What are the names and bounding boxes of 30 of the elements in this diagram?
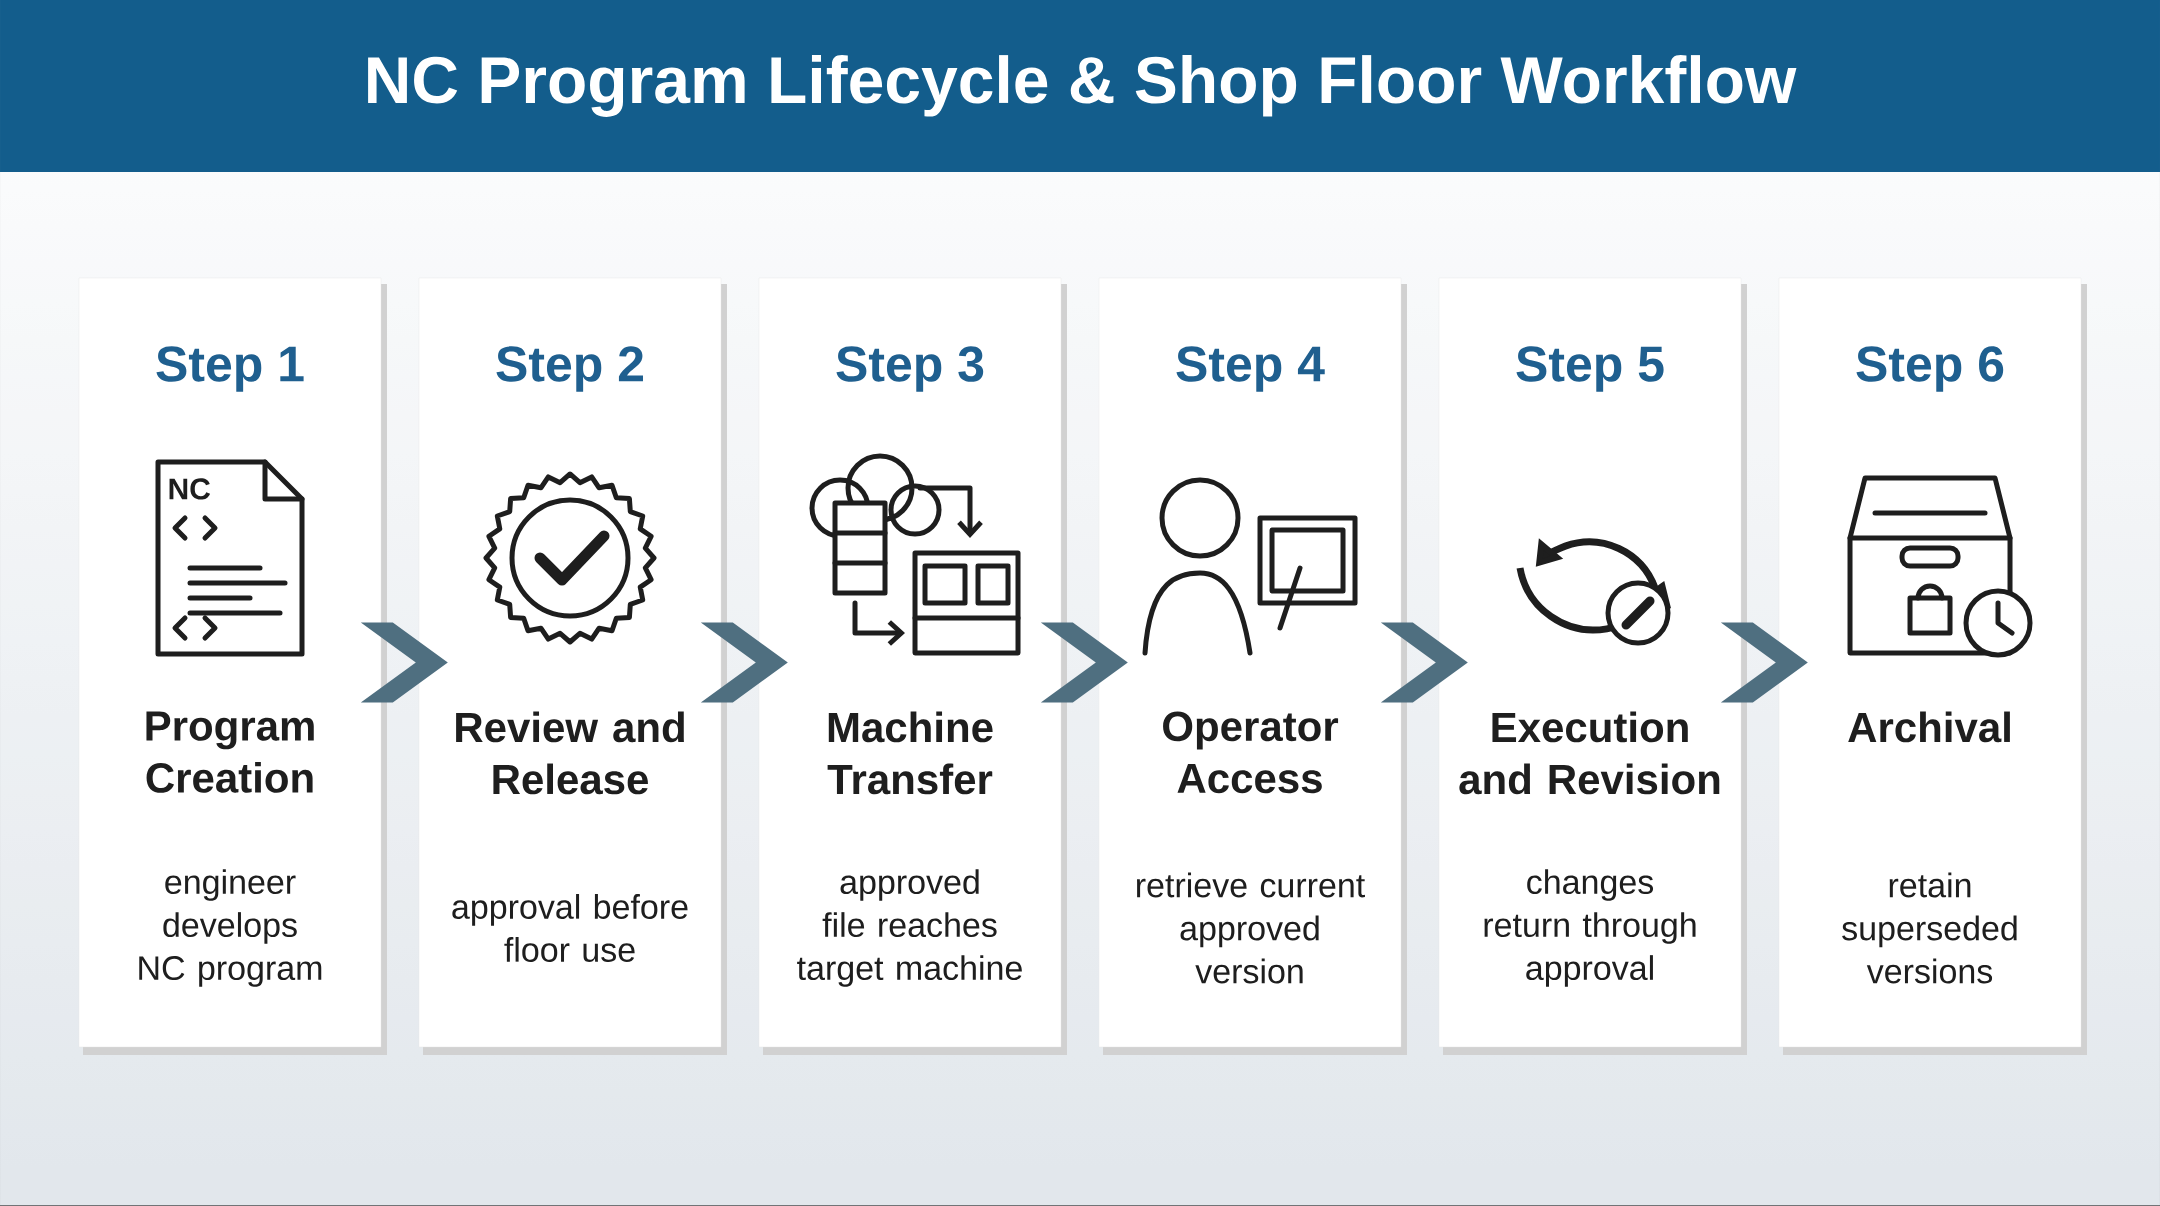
step-title: Machine Transfer bbox=[827, 711, 993, 795]
step-title: Operator Access bbox=[1163, 711, 1339, 794]
step-title: Review and Release bbox=[456, 711, 684, 795]
step-title: Program Creation bbox=[146, 711, 314, 793]
step-card bbox=[418, 277, 727, 1055]
step-card bbox=[758, 277, 1067, 1055]
step-description: approved file reaches target machine bbox=[797, 869, 1022, 987]
step-card bbox=[1778, 277, 2087, 1055]
step-description: retrieve current approved version bbox=[1137, 872, 1365, 984]
step-card bbox=[1098, 277, 1407, 1055]
step-heading: Step 4 bbox=[1176, 346, 1325, 392]
step-description: engineer develops NC program bbox=[139, 869, 322, 987]
chevron-arrow bbox=[360, 622, 448, 703]
step-description: approval before floor use bbox=[452, 894, 688, 962]
chevron-arrow bbox=[1040, 622, 1128, 703]
step-card bbox=[78, 277, 387, 1055]
chevron-arrow bbox=[700, 622, 788, 703]
step-heading: Step 1 bbox=[156, 346, 304, 392]
title-banner: NC Program Lifecycle & Shop Floor Workflow bbox=[0, 0, 2160, 172]
step-description: retain superseded versions bbox=[1842, 872, 2017, 984]
step-title: Archival bbox=[1848, 711, 2010, 743]
step-card bbox=[1438, 277, 1747, 1055]
chevron-arrow bbox=[1720, 622, 1808, 703]
step-heading: Step 5 bbox=[1516, 346, 1664, 392]
step-description: changes return through approval bbox=[1484, 869, 1696, 987]
step-heading: Step 3 bbox=[836, 346, 984, 392]
chevron-arrow bbox=[1380, 622, 1468, 703]
step-heading: Step 6 bbox=[1856, 346, 2004, 392]
step-title: Execution and Revision bbox=[1459, 711, 1720, 795]
step-heading: Step 2 bbox=[496, 346, 643, 392]
